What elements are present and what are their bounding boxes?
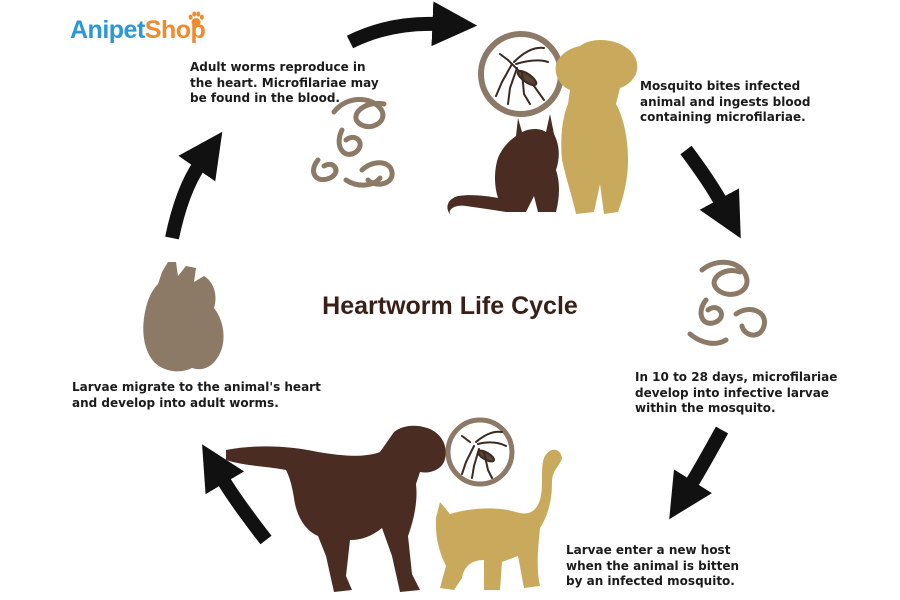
caption-line: Adult worms reproduce in xyxy=(190,60,366,74)
caption-line: animal and ingests blood xyxy=(640,94,811,109)
cycle-arrows xyxy=(165,1,741,545)
worm-icon xyxy=(698,297,724,326)
caption-line: the heart. Microfilariae may xyxy=(190,75,379,90)
caption-develop-larvae: In 10 to 28 days, microfilariae develop … xyxy=(635,370,837,417)
cycle-arrow-icon xyxy=(680,145,741,239)
cycle-arrow-icon xyxy=(165,131,223,240)
cat-silhouette-icon xyxy=(436,449,562,590)
worm-cluster-right xyxy=(687,259,768,346)
caption-line: develop into infective larvae xyxy=(635,385,829,400)
worm-icon xyxy=(336,127,363,157)
mosquito-icon xyxy=(478,31,564,117)
caption-line: by an infected mosquito. xyxy=(566,574,735,588)
caption-line: Larvae migrate to the animal's heart xyxy=(72,380,321,394)
worm-icon xyxy=(687,331,729,346)
worm-icon xyxy=(733,307,768,338)
caption-line: be found in the blood. xyxy=(190,91,340,105)
new-host-group xyxy=(226,417,562,592)
caption-adult-reproduce: Adult worms reproduce in the heart. Micr… xyxy=(190,60,379,107)
cycle-arrow-icon xyxy=(669,426,729,520)
dog-silhouette-icon xyxy=(555,40,638,214)
heart-organ-icon xyxy=(143,262,224,372)
caption-new-host: Larvae enter a new host when the animal … xyxy=(566,543,739,590)
worm-icon xyxy=(331,97,387,130)
dog-silhouette-icon xyxy=(226,425,446,592)
diagram-title: Heartworm Life Cycle xyxy=(322,292,578,320)
brand-logo: AnipetShop xyxy=(70,16,206,44)
brand-name-part1: Anipet xyxy=(70,16,145,44)
cycle-arrow-icon xyxy=(346,1,478,49)
caption-mosquito-bites: Mosquito bites infected animal and inges… xyxy=(640,79,810,126)
caption-line: when the animal is bitten xyxy=(566,558,740,573)
worm-icon xyxy=(343,175,383,188)
caption-line: Larvae enter a new host xyxy=(566,543,731,557)
mosquito-bite-group xyxy=(447,31,638,216)
cat-silhouette-icon xyxy=(447,114,559,216)
worm-icon xyxy=(699,259,750,297)
caption-line: In 10 to 28 days, microfilariae xyxy=(635,370,838,384)
paw-icon xyxy=(188,11,204,27)
caption-line: and develop into adult worms. xyxy=(72,395,279,410)
cycle-arrow-icon xyxy=(202,444,272,545)
caption-line: within the mosquito. xyxy=(635,401,776,415)
worm-cluster-top xyxy=(311,97,395,188)
caption-line: Mosquito bites infected xyxy=(640,79,801,93)
caption-line: containing microfilariae. xyxy=(640,110,806,124)
caption-migrate-heart: Larvae migrate to the animal's heart and… xyxy=(72,380,321,411)
worm-icon xyxy=(311,157,339,182)
mosquito-icon xyxy=(445,417,515,487)
